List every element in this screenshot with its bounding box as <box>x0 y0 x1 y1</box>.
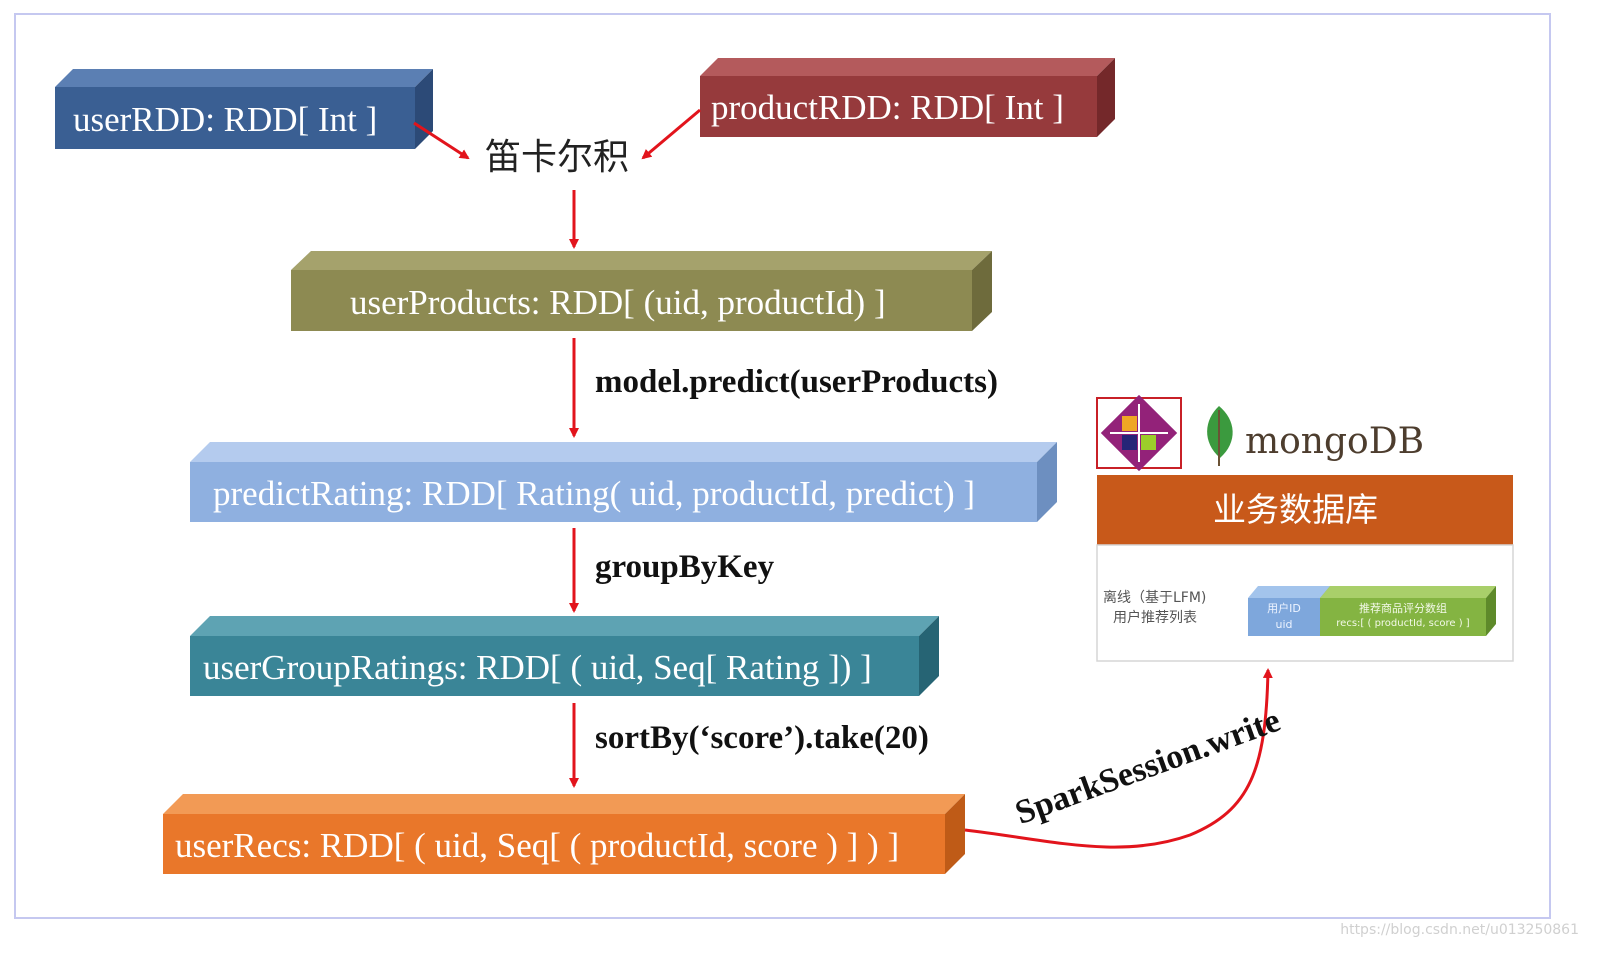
product-rdd-box <box>700 58 1115 137</box>
db-field2-line2: recs:[ ( productId, score ) ] <box>1336 618 1470 629</box>
db-field1-line2: uid <box>1275 618 1293 631</box>
diagram-frame <box>14 13 1551 919</box>
db-field-recs-box <box>1320 586 1496 636</box>
user-rdd-label: userRDD: RDD[ Int ] <box>73 100 378 139</box>
user-group-ratings-box <box>190 616 939 696</box>
db-header-bar <box>1097 475 1513 545</box>
user-recs-box <box>163 794 965 874</box>
arrow-userrdd-to-cartesian <box>413 121 470 160</box>
groupbykey-step-label: groupByKey <box>595 549 775 585</box>
user-rdd-box <box>55 69 433 149</box>
watermark-text: https://blog.csdn.net/u013250861 <box>1340 922 1579 938</box>
sortby-step-label: sortBy(‘score’).take(20) <box>595 720 929 756</box>
predict-step-label: model.predict(userProducts) <box>595 364 998 400</box>
user-recs-label: userRecs: RDD[ ( uid, Seq[ ( productId, … <box>175 826 900 865</box>
mongodb-wordmark: mongoDB <box>1245 421 1425 462</box>
arrow-write-to-db <box>964 668 1273 849</box>
db-field1-line1: 用户ID <box>1267 602 1301 615</box>
arrow-productrdd-to-cartesian <box>641 108 701 160</box>
user-products-label: userProducts: RDD[ (uid, productId) ] <box>350 283 886 322</box>
db-row-label-line1: 离线（基于LFM) <box>1103 590 1207 606</box>
cartesian-product-label: 笛卡尔积 <box>485 137 630 178</box>
db-title: 业务数据库 <box>1213 490 1378 529</box>
centos-logo-icon <box>1096 394 1182 472</box>
db-row-label-line2: 用户推荐列表 <box>1113 610 1197 626</box>
predict-rating-box <box>190 442 1057 522</box>
db-field2-line1: 推荐商品评分数组 <box>1359 602 1447 615</box>
user-group-ratings-label: userGroupRatings: RDD[ ( uid, Seq[ Ratin… <box>203 648 872 687</box>
db-field-uid-box <box>1248 586 1330 636</box>
user-products-box <box>291 251 992 331</box>
mongodb-leaf-icon <box>1207 406 1233 466</box>
product-rdd-label: productRDD: RDD[ Int ] <box>711 88 1064 127</box>
predict-rating-label: predictRating: RDD[ Rating( uid, product… <box>213 474 976 513</box>
